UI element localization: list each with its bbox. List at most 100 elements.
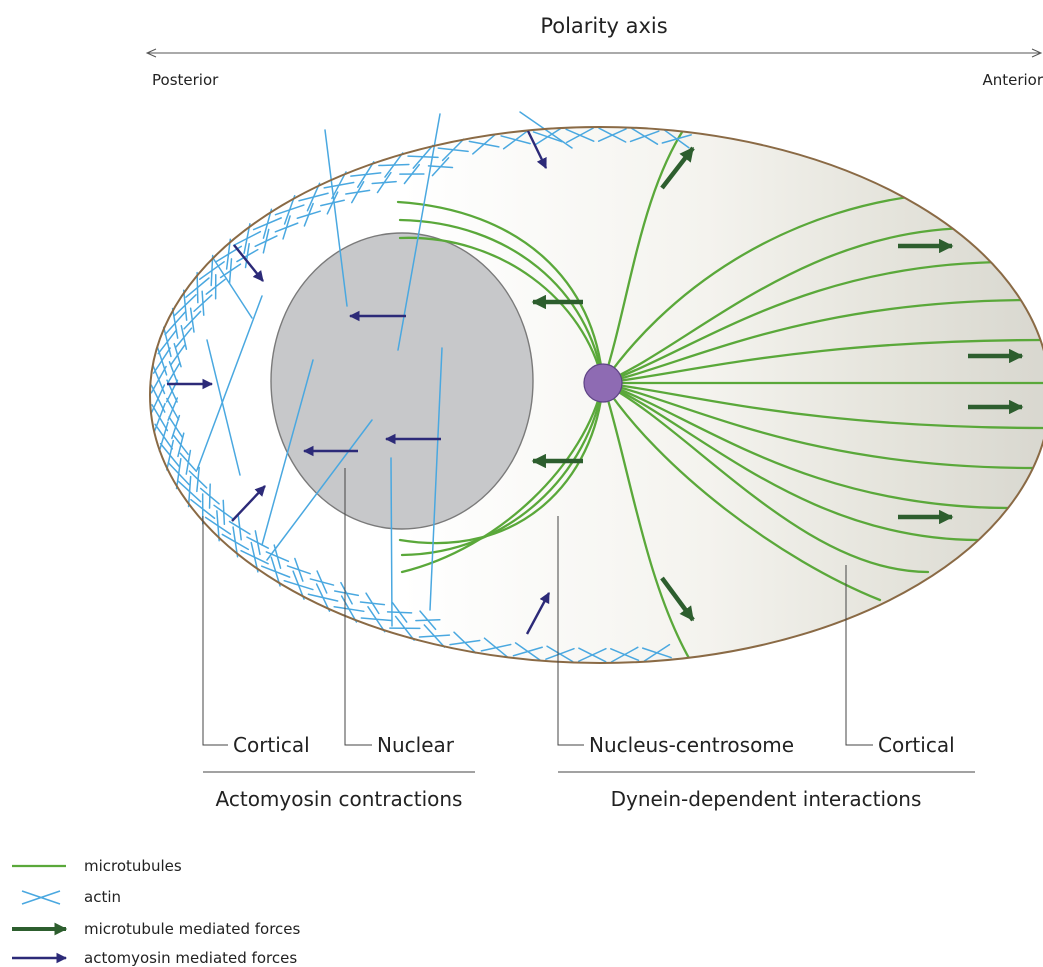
actin-cross <box>151 404 169 432</box>
callout-cortical-right: Cortical <box>878 733 955 757</box>
actin-filament <box>266 419 373 561</box>
microtubule <box>601 381 692 662</box>
actin-cross <box>386 611 413 614</box>
polarity-axis-title: Polarity axis <box>540 14 667 38</box>
actin-cross <box>418 634 451 638</box>
actin-cross <box>610 646 639 663</box>
actin-filament <box>429 347 443 611</box>
microtubule <box>398 218 605 385</box>
actin-cross <box>283 579 314 591</box>
legend-label-am-forces: actomyosin mediated forces <box>84 949 297 967</box>
actin-filament <box>261 359 314 546</box>
centrosome <box>583 363 623 403</box>
legend-item-actin: actin <box>21 888 121 906</box>
legend-label-mt-forces: microtubule mediated forces <box>84 920 301 938</box>
microtubule <box>601 338 1043 385</box>
leader-nucleus-centrosome <box>557 516 584 746</box>
actomyosin-force-arrow-icon <box>525 592 551 635</box>
actin-cross <box>262 208 273 239</box>
actin-cross <box>221 533 250 551</box>
actin-cross <box>331 171 347 200</box>
legend: microtubules actin microtubule mediated … <box>12 857 301 967</box>
actin-cross <box>661 134 692 144</box>
actin-cross <box>472 133 497 155</box>
microtubule <box>601 381 980 542</box>
actin-cross <box>243 223 251 254</box>
actin-cross <box>333 590 360 597</box>
legend-item-am-forces: actomyosin mediated forces <box>12 949 297 967</box>
actin-cross <box>171 307 179 339</box>
actin-cross <box>326 191 339 215</box>
actin-cross <box>360 617 393 622</box>
actin-cross <box>168 416 183 438</box>
microtubule <box>601 226 977 385</box>
actin-cross <box>333 605 365 613</box>
actin-cross <box>412 144 434 169</box>
actin-cross <box>431 157 450 177</box>
actin-cross <box>265 551 290 563</box>
actin-cross <box>196 271 199 304</box>
actomyosin-force-arrows <box>167 130 551 635</box>
leader-cortical-right <box>845 565 873 746</box>
actin-cross <box>449 639 481 646</box>
actomyosin-force-arrow-icon <box>231 485 266 522</box>
actin-cross <box>577 647 607 662</box>
actin-cross <box>286 565 311 575</box>
microtubule <box>398 236 605 385</box>
actin-cross <box>357 161 375 188</box>
actin-cross <box>166 397 180 421</box>
actin-cross <box>159 442 181 468</box>
actin-cross <box>359 601 386 606</box>
actin-cross <box>201 290 205 316</box>
actin-filament <box>196 295 263 471</box>
actin-cross <box>309 578 335 586</box>
microtubule <box>601 381 1037 470</box>
microtubule <box>601 381 1012 510</box>
microtubule <box>396 200 605 385</box>
microtubule <box>601 381 882 602</box>
actin-filament <box>397 113 441 351</box>
actin-filament <box>390 457 393 627</box>
legend-item-mt-forces: microtubule mediated forces <box>12 920 301 938</box>
actin-cross <box>244 242 250 269</box>
actin-cross <box>228 520 251 535</box>
actin-cross <box>167 461 190 486</box>
actomyosin-force-arrow-icon <box>526 130 548 169</box>
actin-cross <box>415 619 441 622</box>
microtubule <box>400 381 605 574</box>
leader-cortical-left <box>202 516 228 746</box>
callout-leaders <box>202 468 975 773</box>
nucleus <box>270 232 534 530</box>
posterior-label: Posterior <box>152 71 219 89</box>
microtubule <box>601 381 930 574</box>
actin-cross <box>403 163 420 185</box>
actin-cross <box>384 152 404 178</box>
microtubule <box>601 298 1037 385</box>
actin-cross <box>204 516 232 535</box>
microtubule-force-arrow-icon <box>660 576 695 622</box>
axis-arrow-right-icon <box>1031 48 1043 58</box>
actin-cross <box>597 128 627 142</box>
callout-cortical-left: Cortical <box>233 733 310 757</box>
actomyosin-force-arrow-icon <box>233 244 264 282</box>
actin-cross <box>262 228 270 254</box>
actin-cross <box>502 130 529 150</box>
actin-cross <box>162 326 172 358</box>
actin-cross <box>376 171 392 194</box>
actin-cross <box>260 565 291 578</box>
actin-cross <box>441 138 465 162</box>
actin-cross <box>213 504 235 521</box>
microtubule <box>601 381 1043 430</box>
group-label-actomyosin: Actomyosin contractions <box>216 787 463 811</box>
group-label-dynein: Dynein-dependent interactions <box>611 787 922 811</box>
actin-cross <box>225 238 232 270</box>
actin-filament <box>324 129 348 307</box>
actin-cross <box>283 194 296 225</box>
polarity-axis: Polarity axis Posterior Anterior <box>145 14 1043 89</box>
microtubules <box>396 127 1043 662</box>
actin-cross <box>240 549 269 565</box>
actin-cross <box>182 289 188 321</box>
legend-label-microtubules: microtubules <box>84 857 182 875</box>
actin-cross <box>566 127 594 144</box>
